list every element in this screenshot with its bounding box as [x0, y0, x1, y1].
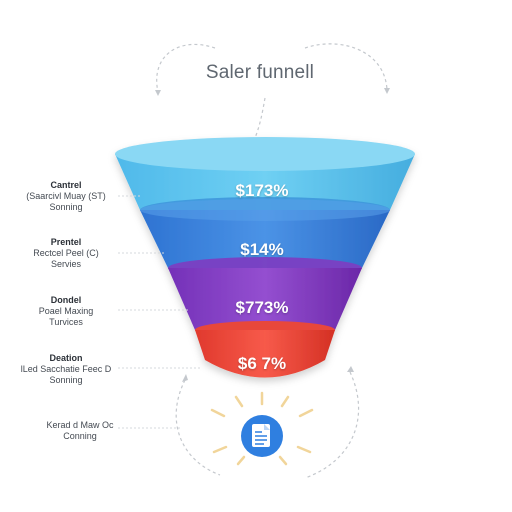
- stage-3-label-line-2: Poael Maxing: [38, 306, 94, 316]
- stage-4-label-line-2: lLed Sacchatie Feec D: [20, 364, 112, 374]
- bottom-connectors: [175, 371, 360, 479]
- label-guides: [118, 195, 200, 429]
- stage-1-value: $173%: [235, 181, 289, 200]
- document-icon: [241, 415, 283, 457]
- stage-1-label-line-3: Sonning: [49, 202, 83, 212]
- funnel-segment-2: [140, 210, 390, 268]
- top-arrowheads: [155, 88, 390, 96]
- funnel: [115, 137, 415, 378]
- stage-1-label: Cantrel (Saarcivl Muay (ST) Sonning: [6, 180, 126, 213]
- bottom-label-line-2: Conning: [63, 431, 97, 441]
- funnel-segment-1-top: [115, 137, 415, 171]
- stage-3-value: $773%: [235, 298, 289, 317]
- icon-rays: [210, 391, 314, 466]
- stage-2-label-line-3: Servies: [50, 259, 81, 269]
- stage-2-label-line-1: Prentel: [50, 237, 82, 247]
- stage-4-value: $6 7%: [237, 354, 287, 373]
- stage-3-label-line-1: Dondel: [50, 295, 82, 305]
- stage-2-value: $14%: [240, 240, 284, 259]
- stage-1-label-line-1: Cantrel: [50, 180, 82, 190]
- diagram-title: Saler funnell: [205, 62, 315, 83]
- stage-4-label-line-1: Deation: [49, 353, 83, 363]
- stage-4-label-line-3: Sonning: [49, 375, 83, 385]
- stage-1-label-line-2: (Saarcivl Muay (ST): [26, 191, 106, 201]
- bottom-arrowheads: [182, 366, 354, 382]
- stage-2-label: Prentel Rectcel Peel (C) Servies: [6, 237, 126, 270]
- funnel-segment-3: [168, 268, 362, 330]
- stage-3-label: Dondel Poael Maxing Turvices: [6, 295, 126, 328]
- bottom-label: Kerad d Maw Oc Conning: [20, 420, 140, 442]
- funnel-segment-4: [195, 330, 335, 378]
- stage-4-label: Deation lLed Sacchatie Feec D Sonning: [6, 353, 126, 386]
- stage-2-label-line-2: Rectcel Peel (C): [33, 248, 99, 258]
- top-connectors: [156, 43, 388, 139]
- bottom-label-line-1: Kerad d Maw Oc: [46, 420, 114, 430]
- stage-3-label-line-3: Turvices: [49, 317, 83, 327]
